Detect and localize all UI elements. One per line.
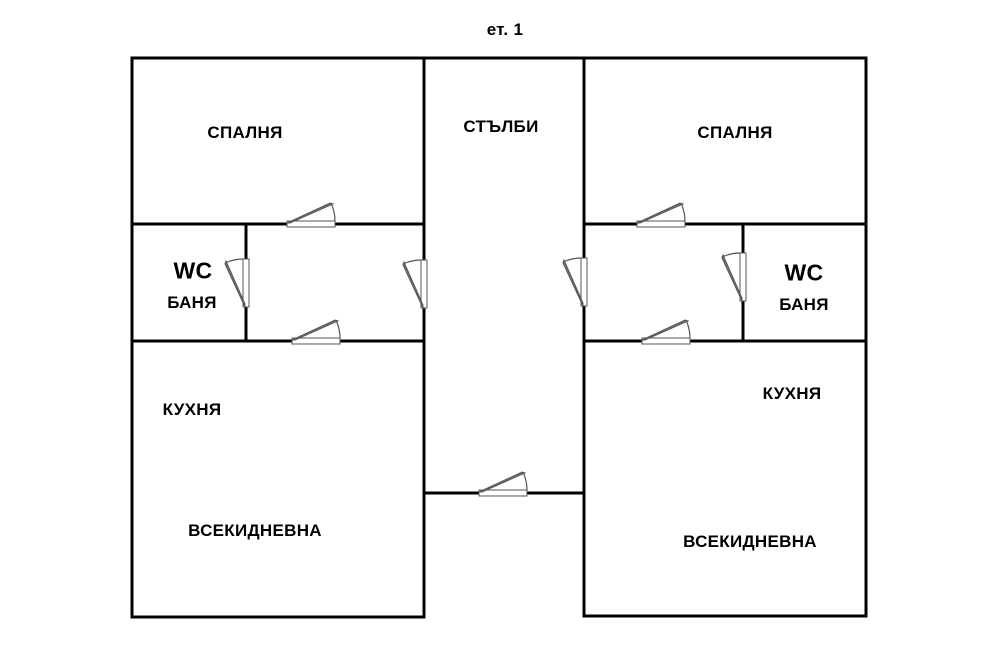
door-icon [291,319,341,345]
room-label-left-living: ВСЕКИДНЕВНА [188,521,322,540]
room-label-left-wc: WC [173,257,213,284]
door-icon [562,257,588,307]
door-icon [224,258,250,308]
room-label-left-bath: БАНЯ [167,293,217,312]
floor-label: ет. 1 [486,20,524,39]
door-icon [478,471,528,497]
room-label-stairs: СТЪЛБИ [463,117,539,136]
room-label-right-bedroom: СПАЛНЯ [697,123,773,142]
room-label-right-bath: БАНЯ [779,295,829,314]
door-icon [286,202,336,228]
door-icon [641,319,691,345]
door-icon [402,259,428,309]
room-label-left-bedroom: СПАЛНЯ [207,123,283,142]
room-label-left-kitchen: КУХНЯ [162,400,222,419]
room-label-right-living: ВСЕКИДНЕВНА [683,532,817,551]
door-icon [636,202,686,228]
door-icon [721,252,747,302]
room-label-right-kitchen: КУХНЯ [762,384,822,403]
room-label-right-wc: WC [784,259,824,286]
doors [224,202,747,497]
